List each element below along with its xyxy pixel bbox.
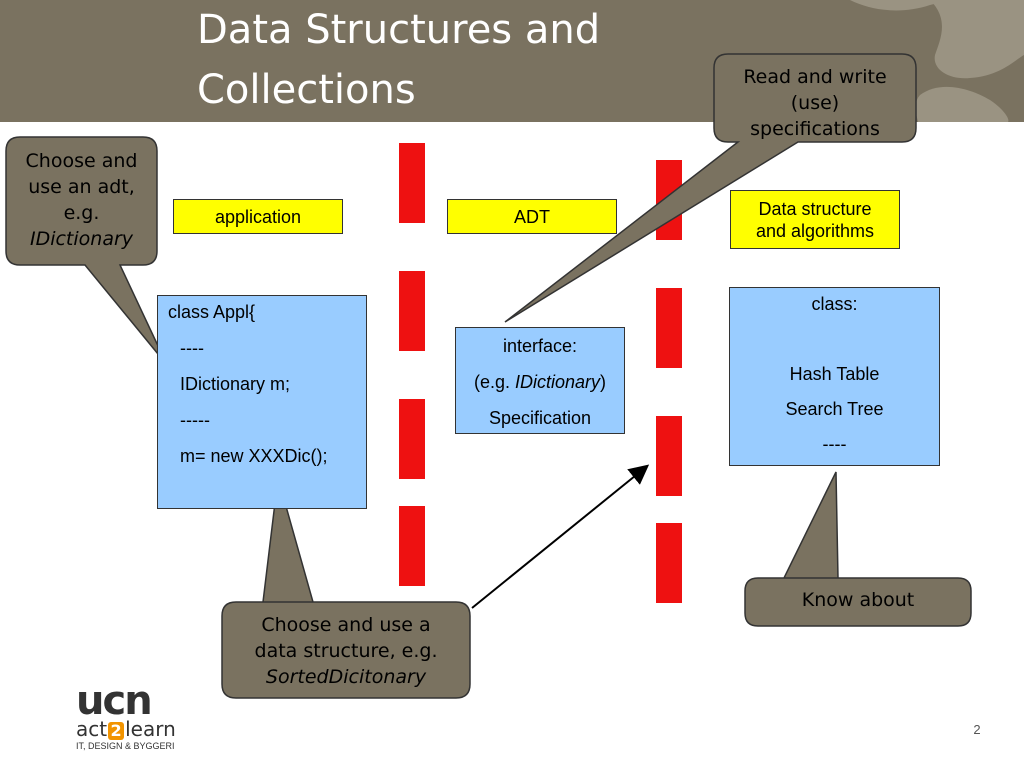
header-decoration bbox=[850, 0, 1024, 122]
appl-line-2: ---- bbox=[180, 338, 204, 358]
callout-choose-ds: Choose and use a data structure, e.g. So… bbox=[254, 614, 438, 688]
appl-class-box: class Appl{ ---- IDictionary m; ----- m=… bbox=[157, 295, 367, 509]
ds-line-4: Search Tree bbox=[785, 399, 884, 419]
appl-line-4: ----- bbox=[180, 410, 210, 430]
callout-know-about: Know about bbox=[801, 589, 915, 611]
interface-line-2: (e.g. IDictionary) bbox=[473, 372, 607, 392]
label-adt: ADT bbox=[447, 199, 617, 234]
ds-line-5: ---- bbox=[822, 434, 847, 454]
label-application: application bbox=[173, 199, 343, 234]
ucn-logo-subtitle: IT, DESIGN & BYGGERI bbox=[76, 741, 175, 751]
interface-example: IDictionary bbox=[515, 372, 601, 392]
interface-box: interface: (e.g. IDictionary) Specificat… bbox=[455, 327, 625, 434]
appl-line-3: IDictionary m; bbox=[180, 374, 291, 394]
ds-class-box: class: Hash Table Search Tree ---- bbox=[729, 287, 940, 466]
appl-line-1: class Appl{ bbox=[168, 302, 256, 322]
page-number: 2 bbox=[973, 722, 981, 737]
callout-read-write: Read and write (use) specifications bbox=[743, 66, 887, 140]
callout-choose-adt-shape bbox=[5, 136, 168, 366]
slide-title: Data Structures and Collections bbox=[197, 7, 601, 113]
ds-line-2 bbox=[730, 329, 939, 364]
logo-number-badge: 2 bbox=[108, 722, 125, 740]
callout-know-about-shape bbox=[744, 471, 972, 627]
appl-line-5: m= new XXXDic(); bbox=[180, 446, 328, 466]
ucn-logo-brand: ucn bbox=[76, 678, 153, 724]
arrow-to-adt-boundary bbox=[471, 464, 650, 609]
ds-line-1: class: bbox=[811, 294, 858, 314]
interface-line-1: interface: bbox=[502, 336, 578, 356]
callout-choose-adt: Choose and use an adt, e.g. IDictionary bbox=[25, 150, 138, 250]
callout-choose-ds-shape bbox=[221, 477, 471, 699]
interface-line-3: Specification bbox=[488, 408, 592, 428]
ds-line-3: Hash Table bbox=[789, 364, 880, 384]
callout-read-write-shape bbox=[504, 53, 917, 323]
label-data-structure: Data structure and algorithms bbox=[730, 190, 900, 249]
